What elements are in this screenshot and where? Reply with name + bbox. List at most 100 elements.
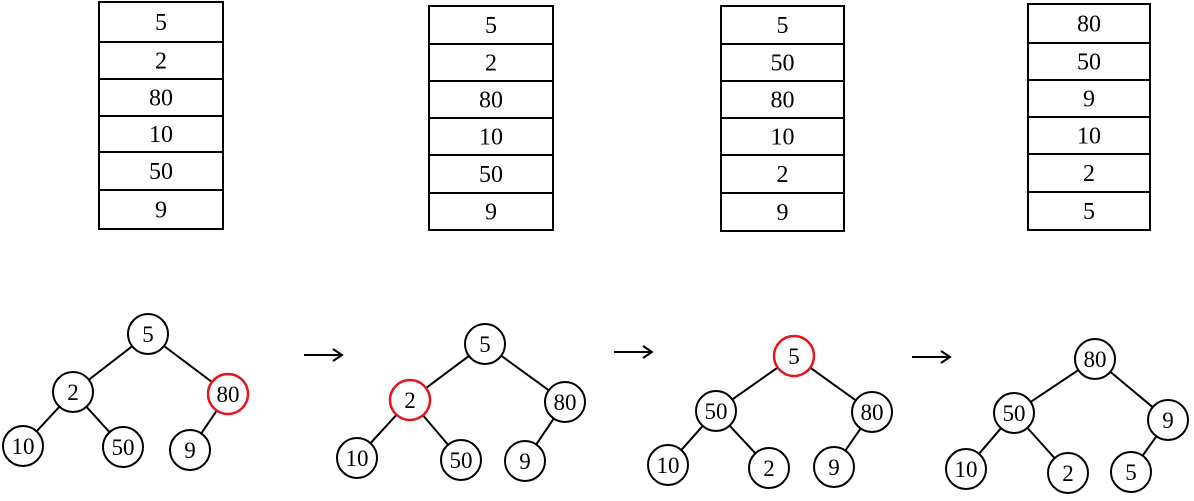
heap-tree: 5 2 80 10 50 9 [2, 313, 250, 471]
node-circle [647, 444, 689, 486]
node-value: 5 [479, 332, 491, 357]
node-value: 9 [1162, 408, 1174, 433]
node-circle [993, 392, 1035, 434]
array-cell: 50 [428, 154, 554, 194]
array-cell: 5 [1027, 191, 1151, 231]
array-cell: 10 [98, 115, 224, 153]
node-value: 50 [112, 435, 135, 460]
array-cell-value: 9 [155, 198, 167, 224]
node-circle [464, 323, 506, 365]
array-cell-box [720, 117, 845, 156]
array-cell-box [1027, 79, 1151, 118]
array-cell: 9 [428, 192, 554, 231]
array-cell-value: 50 [771, 51, 795, 77]
tree-node: 80 [851, 391, 893, 433]
node-circle [388, 378, 432, 422]
node-value: 10 [346, 446, 369, 471]
array-cell-value: 2 [777, 162, 789, 188]
array-cell-value: 10 [1077, 124, 1101, 150]
array-cell-value: 80 [149, 86, 173, 112]
tree-edge [728, 424, 757, 455]
tree-node: 80 [544, 381, 586, 423]
array-cell-box [428, 5, 554, 45]
node-value: 80 [861, 400, 884, 425]
array-cell-box [1027, 3, 1151, 44]
right-arrow-icon [304, 348, 344, 362]
array-cell: 80 [98, 78, 224, 117]
highlighted-tree-node: 5 [772, 334, 816, 378]
tree-node: 2 [1047, 452, 1089, 494]
array-cell-value: 9 [1083, 87, 1095, 113]
node-value: 5 [1125, 460, 1137, 485]
node-value: 5 [788, 344, 800, 369]
node-circle [52, 371, 94, 413]
node-value: 80 [217, 382, 240, 407]
array-cell: 50 [1027, 42, 1151, 81]
array-cell-box [1027, 153, 1151, 193]
array-cell: 80 [428, 80, 554, 119]
node-value: 9 [828, 455, 840, 480]
node-value: 2 [67, 380, 79, 405]
tree-node: 50 [102, 426, 144, 468]
tree-node: 50 [440, 439, 482, 481]
array-cell-value: 10 [149, 122, 173, 148]
node-circle [504, 440, 546, 482]
array-cell: 10 [720, 117, 845, 156]
array-cell-value: 2 [485, 51, 497, 77]
array-cell: 80 [1027, 3, 1151, 44]
tree-edge [425, 355, 470, 389]
array-cell-value: 80 [771, 88, 795, 114]
array-cell-box [428, 154, 554, 194]
node-circle [169, 429, 211, 471]
tree-edge [163, 345, 213, 383]
array-cell: 2 [428, 43, 554, 82]
array-cell-value: 9 [485, 200, 497, 226]
tree-edge [369, 414, 398, 444]
node-circle [772, 334, 816, 378]
array-cell-box [98, 115, 224, 153]
array-cell-value: 80 [1077, 12, 1101, 38]
node-circle [1047, 452, 1089, 494]
tree-edge [844, 427, 862, 452]
node-value: 10 [12, 434, 35, 459]
tree-node: 2 [52, 371, 94, 413]
node-circle [695, 390, 737, 432]
node-value: 50 [450, 448, 473, 473]
node-circle [1147, 399, 1189, 441]
node-value: 50 [1003, 401, 1026, 426]
tree-edge [978, 427, 1002, 455]
tree-node: 5 [464, 323, 506, 365]
array-cell: 9 [1027, 79, 1151, 118]
array-cell-box [98, 189, 224, 230]
tree-edge [85, 406, 111, 433]
tree-edge [35, 405, 61, 433]
tree-node: 5 [127, 313, 169, 355]
array-cell-value: 5 [1083, 199, 1095, 225]
tree-node: 2 [748, 447, 790, 489]
node-circle [1074, 338, 1116, 380]
tree-node: 10 [2, 425, 44, 467]
node-value: 5 [142, 322, 154, 347]
tree-edge [731, 366, 779, 401]
tree-edge [809, 366, 857, 402]
array-cell-box [720, 192, 845, 232]
array-cell-box [428, 43, 554, 82]
tree-node: 50 [993, 392, 1035, 434]
tree-edge [200, 409, 218, 435]
array-cell: 9 [720, 192, 845, 232]
node-circle [813, 446, 855, 488]
node-value: 9 [184, 438, 196, 463]
array-cell: 2 [720, 154, 845, 194]
node-circle [127, 313, 169, 355]
array-cell: 9 [98, 189, 224, 230]
node-value: 80 [1084, 347, 1107, 372]
tree-edge [1109, 371, 1154, 408]
node-circle [102, 426, 144, 468]
